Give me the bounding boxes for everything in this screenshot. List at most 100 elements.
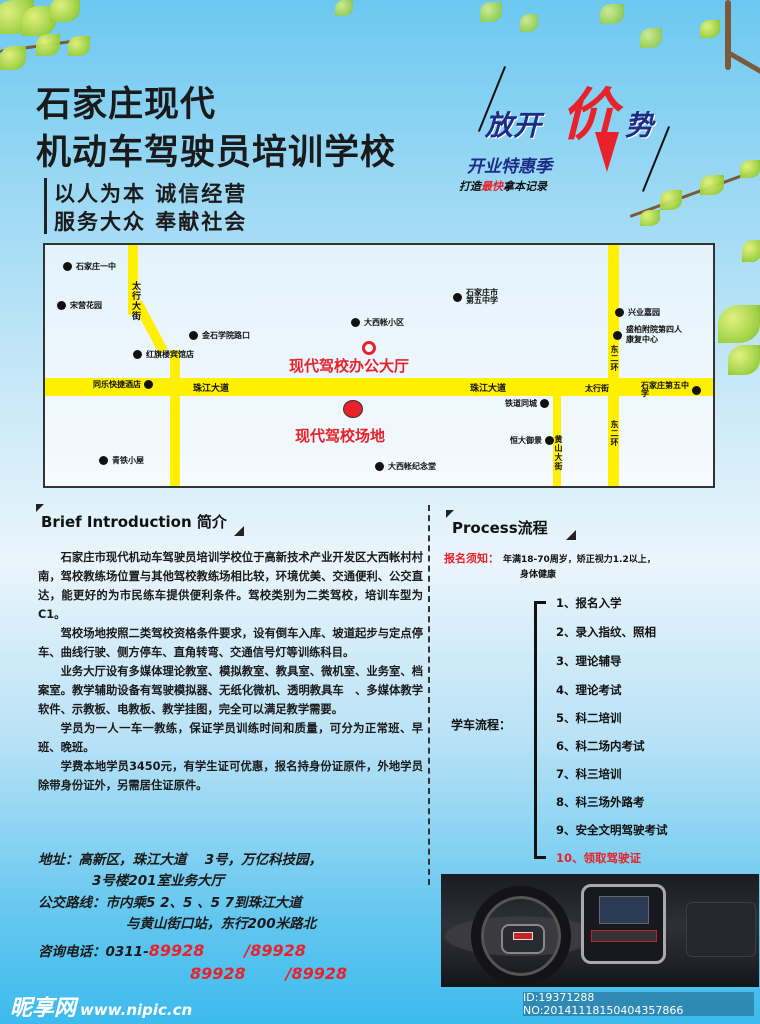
map-poi: 恒大御景 xyxy=(510,435,554,446)
intro-heading: Brief Introduction 简介 xyxy=(41,513,227,531)
office-label: 现代驾校办公大厅 xyxy=(289,357,410,375)
corner-decoration xyxy=(446,510,454,518)
road-label-zhujiang-west: 珠江大道 xyxy=(193,384,230,394)
dashed-divider xyxy=(428,505,430,885)
flow-step: 4、理论考试 xyxy=(556,683,622,697)
notice-line2: 身体健康 xyxy=(520,570,557,580)
office-marker-icon xyxy=(362,341,376,355)
school-title-line2: 机动车驾驶员培训学校 xyxy=(36,133,397,173)
location-dot-icon xyxy=(351,318,360,327)
flow-step: 7、科三培训 xyxy=(556,767,622,781)
phone-number[interactable]: /89928 xyxy=(285,964,348,983)
intro-paragraph: 学员为一人一车一教练，保证学员训练时间和质量，可分为正常班、早班、晚班。 xyxy=(38,722,423,754)
road-taihang xyxy=(128,245,138,315)
road-label-taihangjie: 太行街 xyxy=(585,384,609,393)
phone-number[interactable]: /89928 xyxy=(244,941,306,960)
notice-label: 报名须知： xyxy=(444,552,499,565)
road-south xyxy=(553,395,561,486)
watermark-url[interactable]: www.nipic.cn xyxy=(80,1001,193,1019)
location-dot-icon xyxy=(613,330,622,340)
road-label-east-ring-south: 东二环 xyxy=(610,420,619,447)
location-map: 太行大街 珠江大道 珠江大道 东二环 东二环 黄山大街 太行街 石家庄一中 宋营… xyxy=(43,243,715,488)
intro-paragraph: 石家庄市现代机动车驾驶员培训学校位于高新技术产业开发区大西帐村村南，驾校教练场位… xyxy=(38,551,423,621)
map-poi: 金石学院路口 xyxy=(189,330,250,341)
promo-banner: 放开 价 势 开业特惠季 打造最快拿本记录 xyxy=(455,62,675,197)
school-title-line1: 石家庄现代 xyxy=(36,85,217,125)
corner-decoration xyxy=(234,526,244,536)
map-poi: 大西帐小区 xyxy=(351,317,404,328)
slogan-bar xyxy=(44,178,47,234)
slogan-line1: 以人为本 诚信经营 xyxy=(54,182,248,206)
phone-number[interactable]: 89928 xyxy=(148,941,205,960)
location-dot-icon xyxy=(375,462,384,471)
location-dot-icon xyxy=(692,385,701,395)
map-poi: 青铁小屋 xyxy=(99,455,144,466)
steering-wheel-graphic xyxy=(471,886,571,986)
image-id-badge: ID:19371288 NO:20141118150404357866 xyxy=(523,991,754,1017)
flow-step: 8、科三场外路考 xyxy=(556,795,645,809)
phone-line1: 咨询电话：0311-89928/89928 xyxy=(38,941,306,960)
flow-step: 1、报名入学 xyxy=(556,596,622,610)
map-poi: 盛柏附院第四人康复中心 xyxy=(613,325,703,345)
flow-bracket xyxy=(534,601,546,859)
map-poi: 宋营花园 xyxy=(57,300,102,311)
map-poi: 同乐快捷酒店 xyxy=(93,379,153,390)
map-poi: 兴业嘉园 xyxy=(615,307,660,318)
location-dot-icon xyxy=(63,262,72,271)
location-dot-icon xyxy=(99,456,108,465)
map-poi: 石家庄第五中学 xyxy=(641,382,713,398)
flow-step: 2、录入指纹、照相 xyxy=(556,625,657,639)
road-label-huangshan: 黄山大街 xyxy=(554,435,563,471)
promo-main-right: 势 xyxy=(625,109,654,142)
car-interior-photo xyxy=(441,874,759,987)
location-dot-icon xyxy=(189,331,198,340)
road-label-taihang: 太行大街 xyxy=(130,281,140,321)
road-east-ring xyxy=(608,245,619,486)
map-poi: 红旗楼宾馆店 xyxy=(133,349,194,360)
road-zhujiang xyxy=(45,378,713,396)
intro-paragraph: 驾校场地按照二类驾校资格条件要求，设有倒车入库、坡道起步与定点停车、曲线行驶、侧… xyxy=(38,627,423,659)
down-arrow-icon xyxy=(595,132,619,172)
location-dot-icon xyxy=(144,380,153,389)
brand-logo-icon xyxy=(513,932,533,940)
promo-main-left: 放开 xyxy=(485,109,542,142)
promo-tagline: 打造最快拿本记录 xyxy=(459,180,547,193)
road-label-zhujiang-east: 珠江大道 xyxy=(470,384,507,394)
bus-line2: 与黄山街口站，东行200米路北 xyxy=(126,916,317,932)
flow-step: 9、安全文明驾驶考试 xyxy=(556,823,668,837)
location-dot-icon xyxy=(453,292,462,302)
flow-label: 学车流程： xyxy=(451,718,512,732)
address-line2: 3号楼201室业务大厅 xyxy=(92,873,225,889)
infotainment-screen xyxy=(599,896,649,924)
slogan-line2: 服务大众 奉献社会 xyxy=(54,210,248,234)
location-dot-icon xyxy=(57,301,66,310)
flow-step: 6、科二场内考试 xyxy=(556,739,645,753)
field-marker-icon xyxy=(343,400,363,418)
intro-paragraph: 业务大厅设有多媒体理论教室、模拟教室、教具室、微机室、业务室、档案室。教学辅助设… xyxy=(38,665,423,716)
flow-step-final: 10、领取驾驶证 xyxy=(556,851,642,865)
flow-step: 3、理论辅导 xyxy=(556,654,622,668)
corner-decoration xyxy=(566,530,576,540)
map-poi: 石家庄市第五中学 xyxy=(453,289,533,305)
flow-step: 5、科二培训 xyxy=(556,711,622,725)
location-dot-icon xyxy=(615,308,624,317)
process-heading: Process流程 xyxy=(452,519,548,537)
road-label-east-ring-north: 东二环 xyxy=(610,345,619,372)
location-dot-icon xyxy=(133,350,142,359)
map-poi: 大西帐纪念堂 xyxy=(375,461,436,472)
map-poi: 石家庄一中 xyxy=(63,261,116,272)
location-dot-icon xyxy=(545,436,554,445)
intro-paragraph: 学费本地学员3450元，有学生证可优惠，报名持身份证原件，外地学员除带身份证外，… xyxy=(38,760,423,792)
address-line1: 地址：高新区，珠江大道 3号，万亿科技园， xyxy=(38,852,323,868)
location-dot-icon xyxy=(540,399,549,408)
intro-text: 石家庄市现代机动车驾驶员培训学校位于高新技术产业开发区大西帐村村南，驾校教练场位… xyxy=(38,548,423,795)
promo-subtitle: 开业特惠季 xyxy=(467,157,552,177)
corner-decoration xyxy=(36,504,44,512)
bus-line1: 公交路线：市内乘5 2、5 、5 7到珠江大道 xyxy=(38,895,302,911)
registration-notice: 报名须知：年满18-70周岁，矫正视力1.2以上， xyxy=(444,552,656,565)
phone-line2: 89928/89928 xyxy=(190,964,347,983)
phone-number[interactable]: 89928 xyxy=(190,964,246,983)
map-poi: 铁道同城 xyxy=(505,398,549,409)
field-label: 现代驾校场地 xyxy=(295,427,386,445)
